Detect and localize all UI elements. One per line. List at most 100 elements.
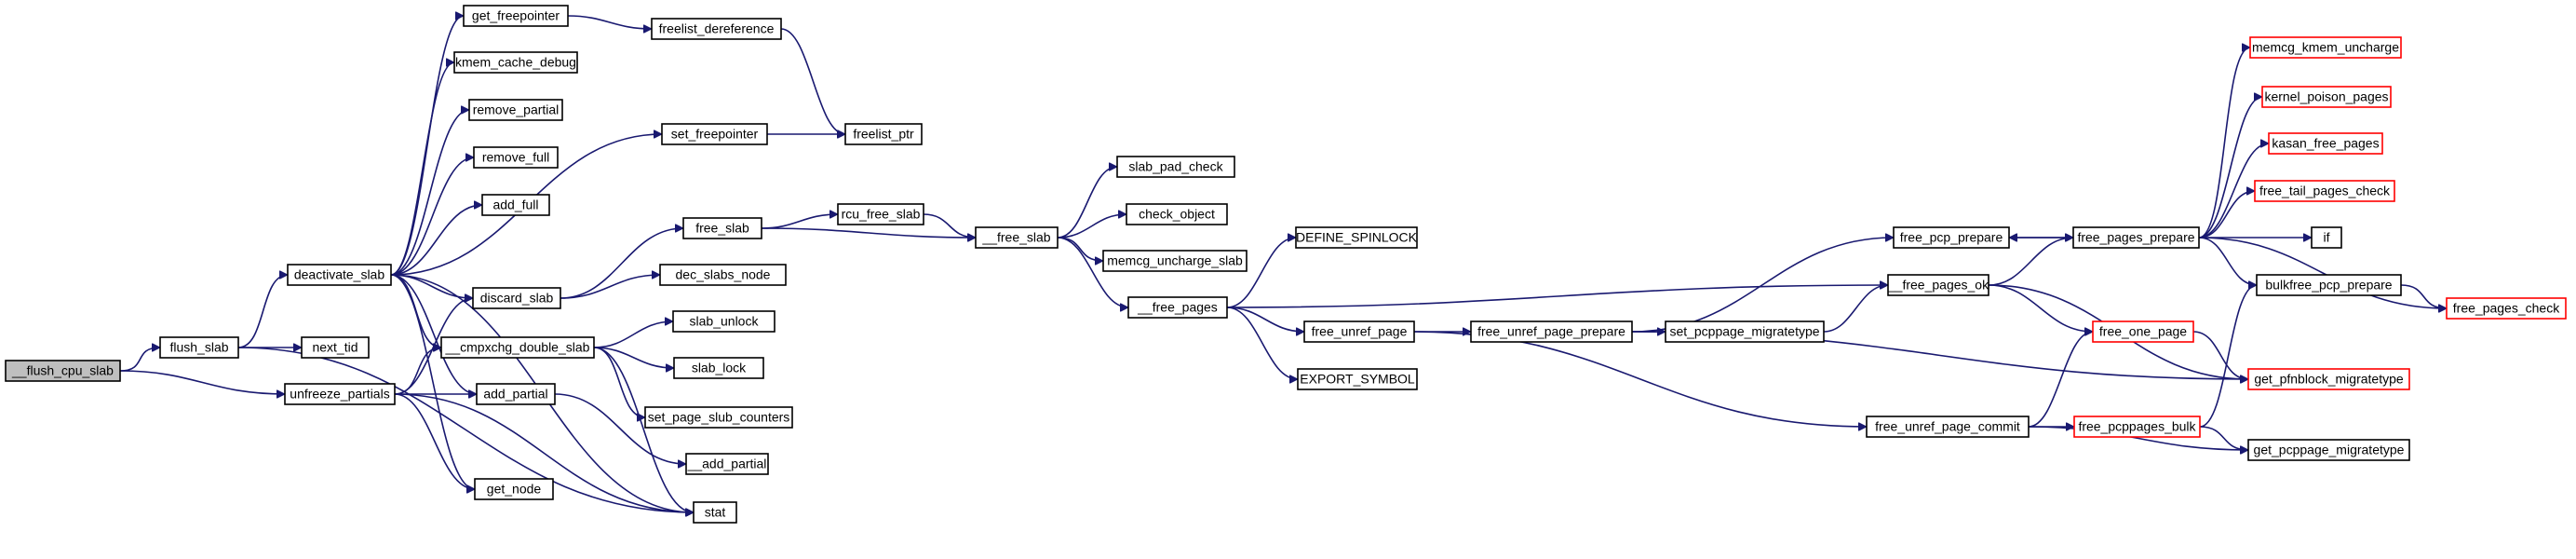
node-box bbox=[1297, 368, 1418, 390]
edge-free-slab-inner-to-slab-pad-check bbox=[1057, 167, 1118, 239]
node-box bbox=[1126, 203, 1228, 225]
node-layer: __flush_cpu_slab flush_slab unfreeze_parti… bbox=[5, 5, 2567, 524]
node-box bbox=[468, 99, 563, 121]
node-set-pcppage-migratetype[interactable]: set_pcppage_migratetype bbox=[1665, 320, 1825, 343]
node-free-pages-inner[interactable]: __free_pages bbox=[1127, 296, 1228, 319]
node-free-tail-pages-check[interactable]: free_tail_pages_check bbox=[2254, 180, 2395, 202]
node-freelist-dereference[interactable]: freelist_dereference bbox=[651, 18, 782, 40]
node-label: __free_pages_ok bbox=[1887, 278, 1989, 293]
edge-freelist-dereference-to-freelist-ptr bbox=[780, 28, 846, 134]
node-box bbox=[1303, 320, 1415, 343]
node-free-pages-check[interactable]: free_pages_check bbox=[2446, 297, 2567, 320]
node-set-freepointer[interactable]: set_freepointer bbox=[661, 123, 768, 145]
node-add-full[interactable]: add_full bbox=[481, 194, 550, 216]
node-free-pcp-prepare[interactable]: free_pcp_prepare bbox=[1893, 226, 2010, 249]
node-discard-slab[interactable]: discard_slab bbox=[472, 287, 561, 309]
node-get-pcppage-migratetype[interactable]: get_pcppage_migratetype bbox=[2247, 439, 2410, 461]
node-label: set_page_slub_counters bbox=[648, 410, 790, 425]
node-box bbox=[440, 336, 595, 359]
edge-free-unref-page-to-free-unref-page-commit bbox=[1413, 331, 1867, 427]
node-label: free_unref_page_prepare bbox=[1477, 324, 1625, 339]
edge-set-pcppage-migratetype-to-free-pages-ok bbox=[1823, 285, 1889, 333]
node-deactivate-slab[interactable]: deactivate_slab bbox=[287, 264, 392, 286]
node-box bbox=[287, 264, 392, 286]
node-cmpxchg-double-slab[interactable]: __cmpxchg_double_slab bbox=[440, 336, 595, 359]
node-box bbox=[476, 383, 556, 405]
node-free-one-page[interactable]: free_one_page bbox=[2092, 320, 2194, 343]
node-stat[interactable]: stat bbox=[693, 501, 737, 524]
edge-unfreeze-partials-to-cmpxchg-double-slab bbox=[394, 348, 442, 395]
node-box bbox=[1665, 320, 1825, 343]
node-free-pages-prepare[interactable]: free_pages_prepare bbox=[2072, 226, 2200, 249]
edge-free-pages-inner-to-free-unref-page bbox=[1226, 307, 1304, 332]
node-remove-partial[interactable]: remove_partial bbox=[468, 99, 563, 121]
node-get-pfnblock-migratetype[interactable]: get_pfnblock_migratetype bbox=[2247, 368, 2410, 390]
node-dec-slabs-node[interactable]: dec_slabs_node bbox=[659, 264, 787, 286]
edge-deactivate-slab-to-kmem-cache-debug bbox=[390, 62, 455, 276]
node-box bbox=[2261, 86, 2392, 108]
node-box bbox=[159, 336, 239, 359]
node-rcu-free-slab[interactable]: rcu_free_slab bbox=[837, 203, 924, 225]
node-slab-pad-check[interactable]: slab_pad_check bbox=[1116, 156, 1235, 178]
edge-free-pages-prepare-to-free-pages-check bbox=[2198, 237, 2447, 308]
node-add-partial-inner[interactable]: __add_partial bbox=[685, 453, 769, 475]
node-slab-lock[interactable]: slab_lock bbox=[673, 357, 764, 379]
node-DEFINE-SPINLOCK[interactable]: DEFINE_SPINLOCK bbox=[1295, 226, 1418, 249]
edge-free-slab-inner-to-check-object bbox=[1057, 214, 1126, 239]
node-label: kernel_poison_pages bbox=[2264, 89, 2388, 104]
node-label: bulkfree_pcp_prepare bbox=[2265, 278, 2392, 293]
node-if[interactable]: if bbox=[2311, 226, 2342, 249]
node-free-slab-inner[interactable]: __free_slab bbox=[975, 226, 1059, 249]
node-remove-full[interactable]: remove_full bbox=[473, 146, 559, 169]
node-label: deactivate_slab bbox=[294, 267, 385, 282]
node-box bbox=[685, 453, 769, 475]
node-bulkfree-pcp-prepare[interactable]: bulkfree_pcp_prepare bbox=[2256, 274, 2402, 296]
edge-free-unref-page-commit-to-free-one-page bbox=[2028, 332, 2094, 428]
node-freelist-ptr[interactable]: freelist_ptr bbox=[844, 123, 923, 145]
node-free-unref-page[interactable]: free_unref_page bbox=[1303, 320, 1415, 343]
node-free-unref-page-prepare[interactable]: free_unref_page_prepare bbox=[1470, 320, 1633, 343]
node-check-object[interactable]: check_object bbox=[1126, 203, 1228, 225]
node-kernel-poison-pages[interactable]: kernel_poison_pages bbox=[2261, 86, 2392, 108]
node-box bbox=[682, 217, 762, 239]
node-flush-slab[interactable]: flush_slab bbox=[159, 336, 239, 359]
node-box bbox=[2254, 180, 2395, 202]
node-EXPORT-SYMBOL[interactable]: EXPORT_SYMBOL bbox=[1297, 368, 1418, 390]
edge-free-slab-inner-to-memcg-uncharge-slab bbox=[1057, 237, 1103, 261]
node-box bbox=[651, 18, 782, 40]
edge-free-one-page-to-get-pfnblock-migratetype bbox=[2192, 331, 2249, 379]
node-memcg-uncharge-slab[interactable]: memcg_uncharge_slab bbox=[1102, 250, 1248, 272]
node-next-tid[interactable]: next_tid bbox=[301, 336, 370, 359]
node-box bbox=[2092, 320, 2194, 343]
node-add-partial[interactable]: add_partial bbox=[476, 383, 556, 405]
node-flush-cpu-slab[interactable]: __flush_cpu_slab bbox=[5, 360, 121, 382]
edge-unfreeze-partials-to-stat bbox=[394, 393, 694, 512]
edge-layer bbox=[119, 16, 2447, 512]
node-free-slab[interactable]: free_slab bbox=[682, 217, 762, 239]
node-get-freepointer[interactable]: get_freepointer bbox=[463, 5, 569, 27]
node-label: set_freepointer bbox=[671, 127, 759, 142]
edge-deactivate-slab-to-get-node bbox=[390, 274, 476, 489]
node-box bbox=[1116, 156, 1235, 178]
node-free-pages-ok[interactable]: __free_pages_ok bbox=[1887, 274, 1989, 296]
node-unfreeze-partials[interactable]: unfreeze_partials bbox=[284, 383, 396, 405]
node-free-pcppages-bulk[interactable]: free_pcppages_bulk bbox=[2073, 416, 2201, 438]
node-free-unref-page-commit[interactable]: free_unref_page_commit bbox=[1866, 416, 2030, 438]
node-kmem-cache-debug[interactable]: kmem_cache_debug bbox=[453, 51, 578, 74]
node-kasan-free-pages[interactable]: kasan_free_pages bbox=[2268, 132, 2383, 155]
node-label: freelist_ptr bbox=[853, 127, 914, 142]
node-slab-unlock[interactable]: slab_unlock bbox=[672, 310, 775, 333]
node-box bbox=[2446, 297, 2567, 320]
node-label: memcg_kmem_uncharge bbox=[2252, 40, 2399, 55]
node-label: unfreeze_partials bbox=[290, 387, 389, 402]
node-get-node[interactable]: get_node bbox=[474, 478, 554, 500]
node-set-page-slub-counters[interactable]: set_page_slub_counters bbox=[644, 406, 793, 429]
node-box bbox=[473, 146, 559, 169]
node-label: slab_unlock bbox=[690, 314, 760, 329]
edge-free-slab-inner-to-free-pages-inner bbox=[1057, 237, 1129, 307]
node-label: get_pcppage_migratetype bbox=[2254, 443, 2405, 457]
node-box bbox=[5, 360, 121, 382]
node-memcg-kmem-uncharge[interactable]: memcg_kmem_uncharge bbox=[2249, 36, 2402, 59]
node-box bbox=[975, 226, 1059, 249]
